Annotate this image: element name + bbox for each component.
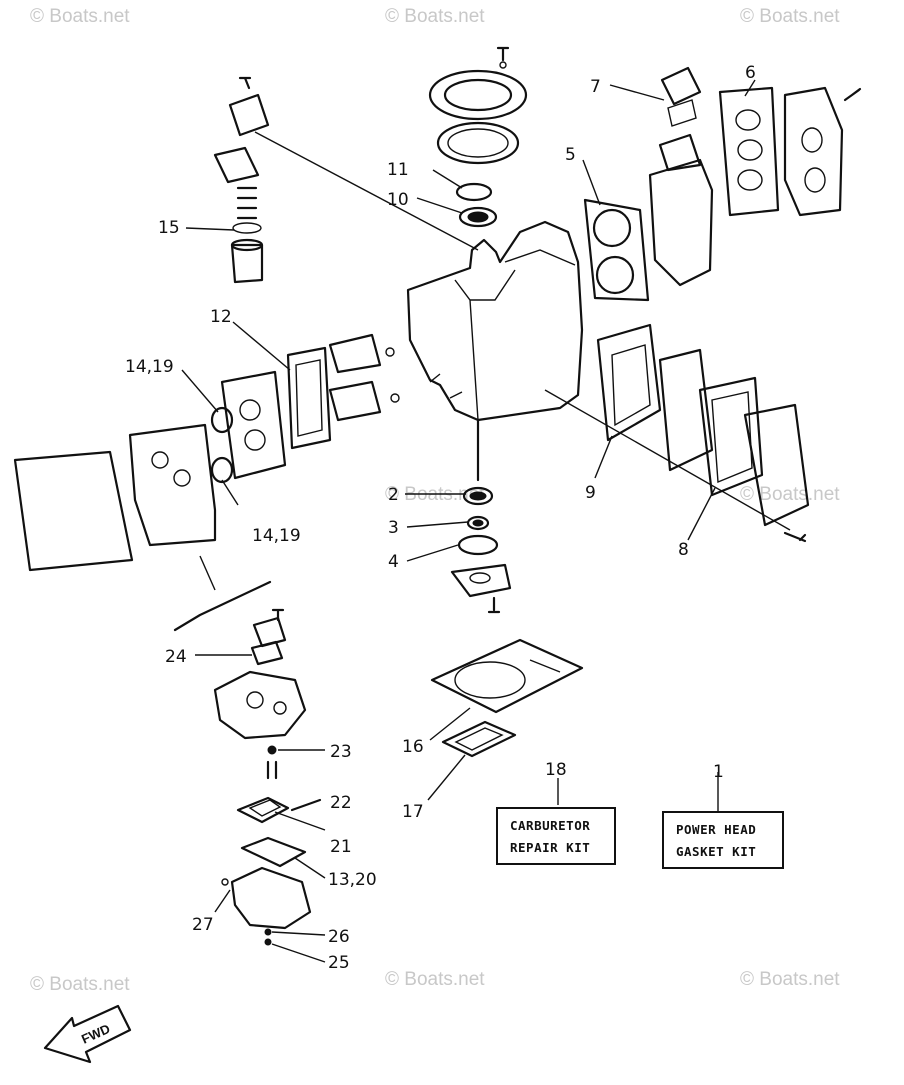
callout-27: 27 [192, 915, 214, 935]
leader-lines [181, 79, 756, 963]
callout-21: 21 [330, 837, 352, 857]
callout-18: 18 [545, 760, 567, 780]
callout-24: 24 [165, 647, 187, 667]
float-chamber-gasket-13-20 [240, 836, 307, 868]
carb-group-leader [199, 555, 216, 591]
pin-22 [290, 798, 322, 812]
callout-10: 10 [387, 190, 409, 210]
reed-valve-assembly-12 [286, 333, 400, 450]
watermark: © Boats.net [740, 484, 840, 505]
callout-4: 4 [388, 552, 399, 572]
callout-1: 1 [713, 762, 724, 782]
power-head-gasket-kit-box: POWER HEAD GASKET KIT [662, 811, 784, 869]
cylinder-head-gasket-5 [583, 198, 650, 302]
thermostat-assembly-15 [213, 76, 270, 284]
exhaust-gasket-9 [596, 323, 662, 442]
watermark: © Boats.net [30, 974, 130, 995]
callout-6: 6 [745, 63, 756, 83]
exhaust-gasket-8 [698, 376, 764, 497]
silencer-housing [128, 423, 217, 547]
carb-group-bracket [173, 580, 272, 632]
oil-seal-2 [462, 486, 494, 506]
callout-14-19-top: 14,19 [125, 357, 174, 377]
screw-26 [264, 928, 272, 936]
callout-14-19-bottom: 14,19 [252, 526, 301, 546]
seal-3 [466, 515, 490, 531]
outer-exhaust-cover [743, 403, 810, 543]
callout-17: 17 [402, 802, 424, 822]
callout-12: 12 [210, 307, 232, 327]
float-21 [236, 796, 290, 824]
watermark: © Boats.net [385, 6, 485, 27]
watermark: © Boats.net [30, 6, 130, 27]
intake-manifold [220, 370, 287, 480]
o-ring-11 [455, 182, 493, 202]
gasket-14-19-top [210, 406, 234, 434]
callout-22: 22 [330, 793, 352, 813]
callout-23: 23 [330, 742, 352, 762]
carburetor-repair-kit-box: CARBURETOR REPAIR KIT [496, 807, 616, 865]
gasket-17 [441, 720, 517, 758]
exhaust-cover [658, 348, 714, 472]
gasket-16 [430, 638, 584, 714]
callout-13-20: 13,20 [328, 870, 377, 890]
screw-25 [264, 938, 272, 946]
callout-15: 15 [158, 218, 180, 238]
cylinder-head [648, 66, 714, 287]
callout-9: 9 [585, 483, 596, 503]
lower-bearing-housing [450, 563, 512, 614]
callout-3: 3 [388, 518, 399, 538]
assembly-line [254, 131, 479, 251]
o-ring-4 [457, 534, 499, 556]
callout-numbers: 1 2 3 4 5 6 7 8 9 10 11 12 13,20 14,19 1… [125, 63, 756, 973]
callout-7: 7 [590, 77, 601, 97]
callout-25: 25 [328, 953, 350, 973]
callout-8: 8 [678, 540, 689, 560]
carburetor-kit-line1: CARBURETOR [510, 818, 590, 833]
oil-seal-10 [458, 206, 498, 228]
callout-5: 5 [565, 145, 576, 165]
carburetor [213, 608, 307, 740]
powerhead-kit-line2: GASKET KIT [676, 844, 756, 859]
gasket-14-19-bottom [210, 456, 234, 484]
callout-16: 16 [402, 737, 424, 757]
forward-arrow: FWD [43, 1004, 132, 1064]
float-chamber [221, 866, 312, 930]
cylinder-block [406, 220, 584, 482]
callout-11: 11 [387, 160, 409, 180]
head-cover [783, 86, 862, 217]
top-cover-parts [428, 46, 528, 165]
callout-2: 2 [388, 485, 399, 505]
watermark: © Boats.net [740, 6, 840, 27]
assembly-line [544, 389, 791, 531]
carburetor-kit-line2: REPAIR KIT [510, 840, 590, 855]
silencer-cover [13, 450, 134, 572]
head-cover-gasket-6 [718, 86, 780, 217]
powerhead-kit-line1: POWER HEAD [676, 822, 756, 837]
callout-26: 26 [328, 927, 350, 947]
watermark: © Boats.net [385, 969, 485, 990]
watermark: © Boats.net [740, 969, 840, 990]
fwd-label: FWD [79, 1021, 112, 1047]
jet-23 [266, 745, 278, 780]
